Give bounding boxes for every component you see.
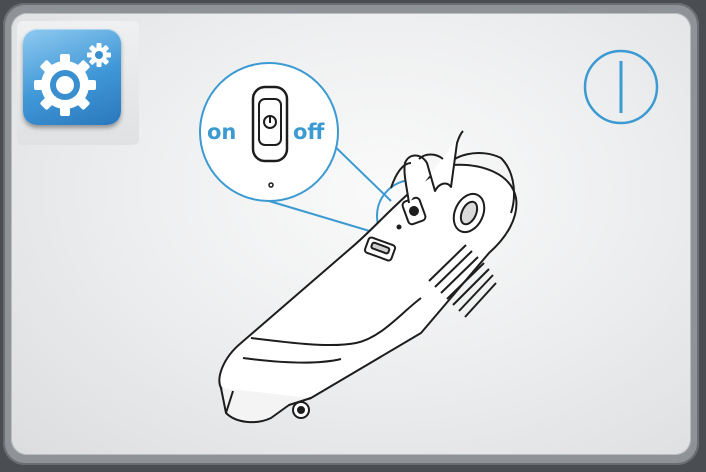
switch-callout: on off (200, 63, 338, 201)
power-switch-icon (253, 87, 287, 161)
switch-on-label: on (207, 120, 236, 144)
vacuum-illustration: on off (11, 13, 691, 455)
instruction-panel-frame: on off (3, 3, 699, 465)
switch-off-label: off (293, 120, 325, 144)
instruction-panel: on off (11, 13, 691, 455)
